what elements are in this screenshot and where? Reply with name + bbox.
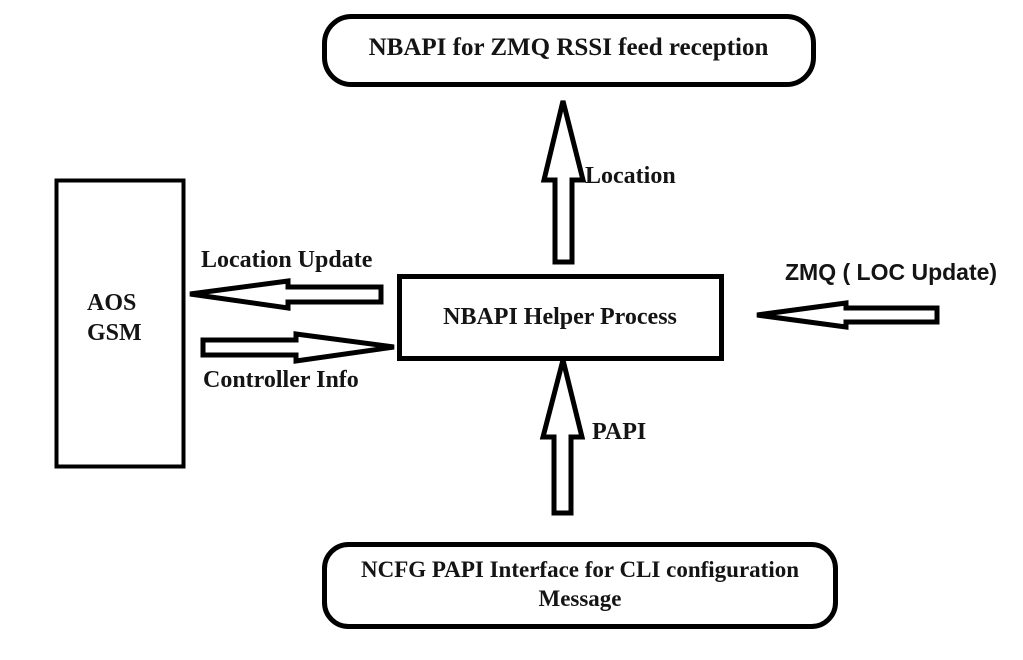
node-shape-nbapi-zmq-rssi[interactable] <box>322 14 816 87</box>
node-shape-aos-gsm[interactable] <box>54 178 186 469</box>
arrow-controller-info[interactable] <box>200 331 395 364</box>
node-shape-nbapi-helper[interactable] <box>397 274 724 361</box>
arrow-location[interactable] <box>540 100 587 265</box>
arrow-zmq-loc-update[interactable] <box>756 300 940 330</box>
arrow-location-update[interactable] <box>189 278 384 311</box>
node-shape-ncfg-papi[interactable] <box>322 542 838 629</box>
arrow-papi[interactable] <box>539 359 586 516</box>
